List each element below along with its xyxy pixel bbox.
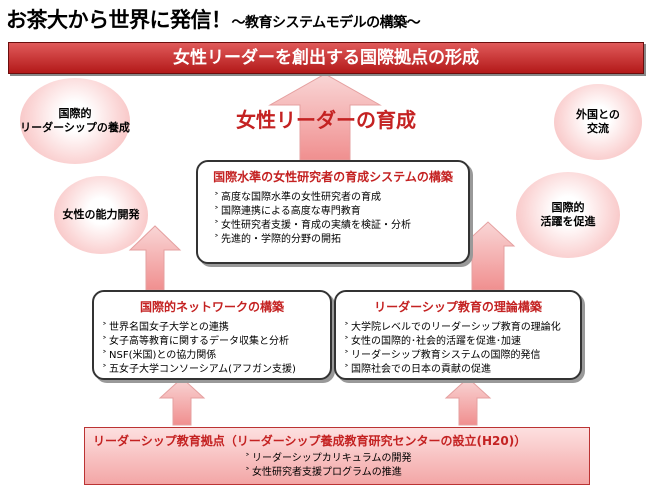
arrow-left-up	[128, 225, 182, 291]
right-box-list: 大学院レベルでのリーダーシップ教育の理論化 女性の国際的･社会的活躍を促進･加速…	[336, 321, 580, 377]
page-title: お茶大から世界に発信！～教育システムモデルの構築～	[6, 4, 421, 34]
title-sub: ～教育システムモデルの構築～	[231, 15, 421, 31]
list-item: 女性の国際的･社会的活躍を促進･加速	[344, 335, 580, 349]
center-box: 国際水準の女性研究者の育成システムの構築 高度な国際水準の女性研究者の育成 国際…	[196, 160, 470, 264]
bottom-box-list: リーダーシップカリキュラムの開発 女性研究者支援プログラムの推進	[245, 452, 589, 480]
circle-label: 国際的 リーダーシップの養成	[20, 107, 130, 134]
circle-foreign-exchange: 外国との 交流	[554, 84, 642, 160]
circle-label: 外国との 交流	[576, 108, 620, 135]
circle-promote-activity: 国際的 活躍を促進	[516, 172, 620, 258]
list-item: 先進的・学際的分野の開拓	[214, 233, 468, 247]
list-item: リーダーシップ教育システムの国際的発信	[344, 349, 580, 363]
right-box-title: リーダーシップ教育の理論構築	[374, 300, 542, 314]
list-item: リーダーシップカリキュラムの開発	[245, 452, 589, 466]
list-item: 女子高等教育に関するデータ収集と分析	[102, 335, 330, 349]
right-box: リーダーシップ教育の理論構築 大学院レベルでのリーダーシップ教育の理論化 女性の…	[334, 290, 582, 380]
center-box-list: 高度な国際水準の女性研究者の育成 国際連携による高度な専門教育 女性研究者支援・…	[198, 191, 468, 247]
goal-banner: 女性リーダーを創出する国際拠点の形成	[8, 42, 644, 74]
circle-label: 女性の能力開発	[62, 208, 140, 221]
left-box-title: 国際的ネットワークの構築	[139, 300, 284, 314]
arrow-right-up	[460, 221, 516, 291]
arrow-bottom-right	[444, 377, 492, 426]
bottom-box-title: リーダーシップ教育拠点（リーダーシップ養成教育研究センターの設立(H20)）	[93, 434, 527, 448]
circle-leadership-training: 国際的 リーダーシップの養成	[20, 78, 130, 164]
list-item: 国際社会での日本の貢献の促進	[344, 363, 580, 377]
arrow-bottom-left	[158, 377, 206, 426]
list-item: 高度な国際水準の女性研究者の育成	[214, 191, 468, 205]
arrow-to-banner	[268, 73, 382, 161]
bottom-box: リーダーシップ教育拠点（リーダーシップ養成教育研究センターの設立(H20)） リ…	[84, 427, 590, 485]
left-box: 国際的ネットワークの構築 世界名国女子大学との連携 女子高等教育に関するデータ収…	[92, 290, 332, 380]
goal-heading: 女性リーダーの育成	[236, 108, 416, 132]
list-item: 女性研究者支援・育成の実績を検証・分析	[214, 219, 468, 233]
list-item: 国際連携による高度な専門教育	[214, 205, 468, 219]
list-item: 女性研究者支援プログラムの推進	[245, 466, 589, 480]
center-box-title: 国際水準の女性研究者の育成システムの構築	[213, 170, 453, 184]
title-main: お茶大から世界に発信！	[6, 8, 232, 32]
list-item: NSF(米国)との協力関係	[102, 349, 330, 363]
left-box-list: 世界名国女子大学との連携 女子高等教育に関するデータ収集と分析 NSF(米国)と…	[94, 321, 330, 377]
list-item: 五女子大学コンソーシアム(アフガン支援)	[102, 363, 330, 377]
circle-label: 国際的 活躍を促進	[540, 201, 596, 228]
list-item: 世界名国女子大学との連携	[102, 321, 330, 335]
list-item: 大学院レベルでのリーダーシップ教育の理論化	[344, 321, 580, 335]
circle-ability-development: 女性の能力開発	[54, 176, 148, 254]
